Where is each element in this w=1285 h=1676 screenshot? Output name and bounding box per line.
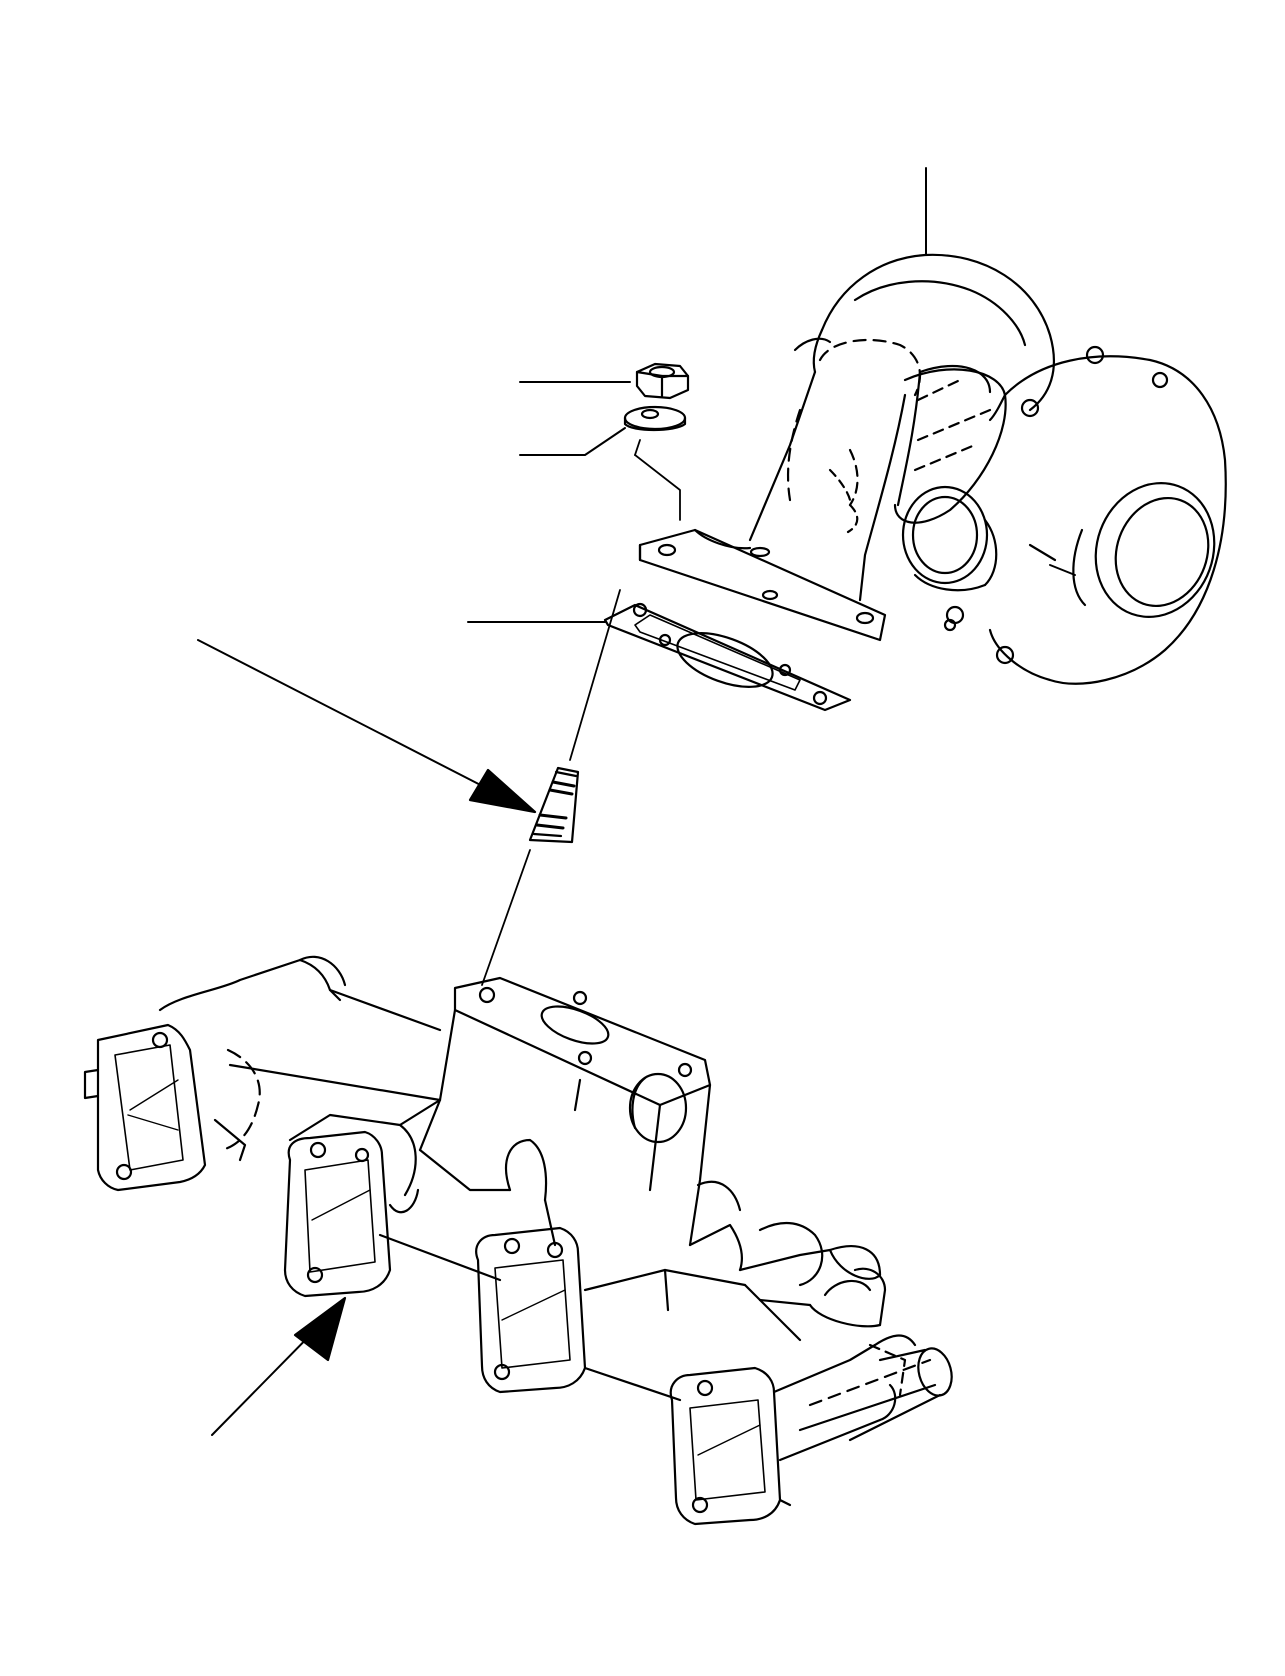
leader-gasket-turbo xyxy=(1050,565,1075,575)
arrow-manifold xyxy=(212,1298,345,1435)
assembly-axis-lines xyxy=(482,440,680,985)
hex-nut-icon xyxy=(637,364,688,398)
washer-icon xyxy=(625,407,685,430)
exhaust-manifold-icon xyxy=(85,957,957,1524)
gasket-icon xyxy=(605,604,850,710)
arrow-stud xyxy=(198,640,535,812)
callout-leaders xyxy=(468,168,1075,622)
turbocharger-icon xyxy=(640,255,1233,684)
stud-icon xyxy=(530,768,578,842)
leader-washer xyxy=(520,428,625,455)
